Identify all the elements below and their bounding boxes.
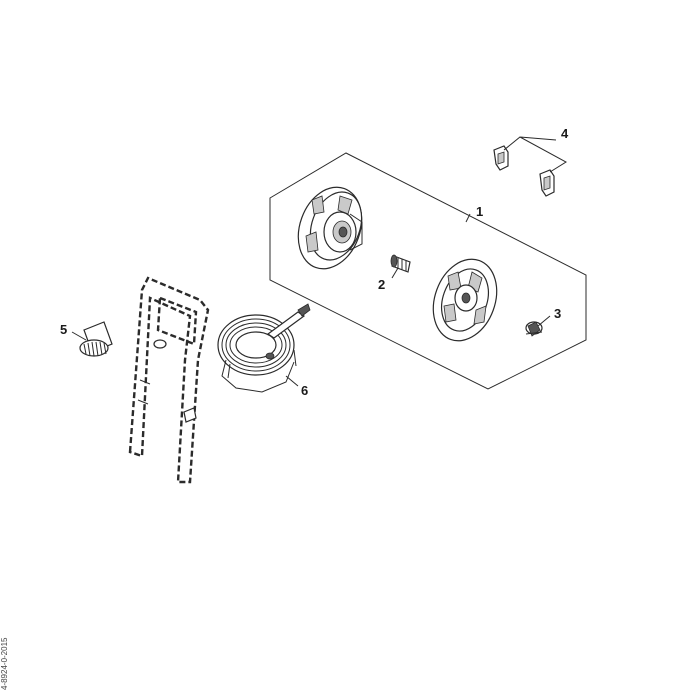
wheel-left bbox=[297, 186, 363, 270]
document-code: 4-8924-0-2015 bbox=[0, 637, 9, 690]
clip-3 bbox=[525, 321, 543, 337]
knob-5 bbox=[79, 321, 113, 357]
callout-3: 3 bbox=[554, 306, 561, 321]
kit-1-frame bbox=[269, 152, 587, 390]
hose-coil-6 bbox=[217, 303, 311, 393]
leader-2 bbox=[391, 267, 399, 279]
callout-2: 2 bbox=[378, 277, 385, 292]
callout-6: 6 bbox=[301, 383, 308, 398]
wheel-right bbox=[432, 258, 498, 342]
leader-3 bbox=[537, 315, 551, 327]
callout-1: 1 bbox=[476, 204, 483, 219]
leader-5 bbox=[71, 331, 87, 341]
axle-screw-2 bbox=[390, 254, 411, 273]
bracket-clips-4 bbox=[493, 145, 555, 197]
callout-4: 4 bbox=[561, 126, 569, 141]
handle-frame bbox=[128, 276, 210, 484]
callout-5: 5 bbox=[60, 322, 67, 337]
leader-4 bbox=[503, 136, 567, 173]
leader-6 bbox=[285, 375, 299, 387]
leader-1 bbox=[465, 213, 471, 223]
